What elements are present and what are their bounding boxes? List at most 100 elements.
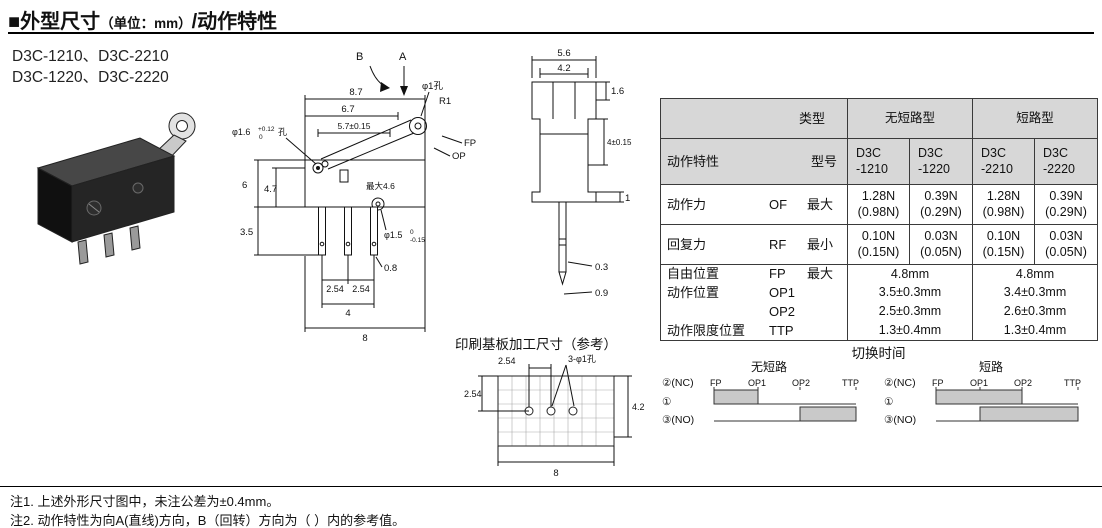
dim-1-6: 1.6: [611, 86, 624, 97]
nc-closed-bar: [935, 389, 1023, 405]
timing-diagram-shorting: 短路 ②(NC) ① ③(NO) FP OP1 OP2 TTP: [884, 358, 1098, 437]
char-model-cell: 动作特性型号: [660, 138, 848, 185]
table-row-op2: OP2 2.5±0.3mm 2.6±0.3mm: [660, 302, 1099, 322]
label-phi1-hole: φ1孔: [422, 81, 443, 92]
model-col-3: D3C-2210: [972, 138, 1036, 185]
leader-fp: [441, 135, 463, 144]
group-nonshorting: 无短路型: [846, 98, 974, 139]
note-2: 注2. 动作特性为向A(直线)方向，B（回转）方向为（ ）内的参考值。: [10, 513, 406, 528]
dim-max-4-6: 最大4.6: [366, 181, 395, 191]
dim-lines-left: [254, 159, 318, 256]
page-title-unit: （单位：mm）: [100, 16, 192, 31]
dim-phi15: φ1.5: [384, 230, 402, 240]
dim-phi16-tol-bot: 0: [259, 134, 263, 141]
timing-row-label-nc: ②(NC): [884, 377, 916, 389]
dim-0-8: 0.8: [384, 263, 397, 274]
scale-op2: OP2: [1014, 378, 1032, 388]
scale-fp: FP: [932, 378, 944, 388]
timing-row-label-nc: ②(NC): [662, 377, 694, 389]
dim-2-54-a: 2.54: [326, 284, 344, 294]
pcb-holes: [524, 406, 578, 416]
dim-4: 4: [345, 308, 350, 319]
outline-drawing-side: B A φ1孔 R1 8.7 6.7 5.7±0.15 φ1.6: [232, 51, 476, 344]
product-illustration: [36, 112, 196, 265]
dim-8: 8: [362, 333, 367, 344]
dim-4-7: 4.7: [264, 184, 277, 195]
dim-8-7: 8.7: [349, 87, 362, 98]
label-r1: R1: [439, 96, 451, 107]
dim-phi15-tol-top: 0: [410, 229, 414, 236]
of-value-2: 0.39N(0.29N): [908, 184, 974, 225]
op2-value-right: 2.6±0.3mm: [972, 302, 1099, 322]
no-closed-bar: [979, 406, 1079, 422]
timing-nonshorting-plot: FP OP1 OP2 TTP: [710, 378, 859, 422]
timing-title: 切换时间: [851, 346, 906, 361]
char-label: 动作特性: [667, 153, 720, 169]
direction-arrows: [369, 65, 405, 87]
model-col-1: D3C-1210: [847, 138, 910, 185]
dim-8-pcb: 8: [553, 468, 558, 479]
dim-0-9: 0.9: [595, 288, 608, 299]
scale-ttp: TTP: [842, 378, 859, 388]
dim-2-54-b: 2.54: [352, 284, 370, 294]
group-shorting: 短路型: [972, 98, 1099, 139]
of-value-1: 1.28N(0.98N): [847, 184, 910, 225]
timing-shorting-row-labels: ②(NC) ① ③(NO): [884, 377, 930, 437]
label-a: A: [399, 51, 407, 63]
spec-table: 类型 无短路型 短路型 动作特性型号 D3C-1210 D3C-1220 D3C…: [660, 98, 1099, 341]
label-b: B: [356, 51, 363, 63]
dim-phi15-tol-bot: -0.15: [410, 237, 425, 244]
dim-5-7: 5.7±0.15: [337, 121, 370, 131]
dim-5-6: 5.6: [557, 48, 570, 59]
fp-value-right: 4.8mm: [972, 264, 1099, 284]
rf-value-3: 0.10N(0.15N): [972, 224, 1036, 265]
arrow-b-head: [380, 82, 390, 92]
timing-row-label-com: ①: [884, 396, 894, 408]
timing-row-label-com: ①: [662, 396, 672, 408]
dim-2-54-vertical: 2.54: [464, 389, 482, 399]
dim-lines-bottom: [304, 207, 426, 332]
lever: [320, 117, 427, 170]
timing-row-label-no: ③(NO): [662, 414, 695, 426]
dim-phi16: φ1.6: [232, 127, 250, 137]
front-outline: [531, 81, 597, 286]
dim-lines-top: [304, 95, 426, 160]
no-closed-bar: [799, 406, 857, 422]
pcb-title: 印刷基板加工尺寸（参考）: [455, 337, 617, 352]
model-line-1: D3C-1210、D3C-2210: [12, 48, 169, 65]
leader-phi15: [380, 209, 387, 231]
timing-nonshorting-title: 无短路: [750, 360, 787, 374]
dim-0-3: 0.3: [595, 262, 608, 273]
type-label: 类型: [798, 110, 825, 126]
outline-drawing-front: 5.6 4.2 1.6 4±0.15 1 0.3 0.9: [531, 48, 632, 299]
dim-3-5: 3.5: [240, 227, 253, 238]
switch-body-outline: [304, 159, 426, 211]
dim-4-2-pcb: 4.2: [632, 402, 645, 412]
model-line-2: D3C-1220、D3C-2220: [12, 69, 169, 86]
pcb-grid: [498, 376, 614, 446]
dim-6-7: 6.7: [341, 104, 354, 115]
leader-op: [433, 147, 451, 157]
arrow-a-head: [400, 86, 408, 96]
pcb-dim-lines: [478, 364, 632, 466]
op2-label-cell: OP2: [660, 302, 848, 322]
nc-closed-bar: [713, 389, 759, 405]
scale-op1: OP1: [970, 378, 988, 388]
dim-4-2-front: 4.2: [557, 63, 570, 74]
leader-0-8: [375, 256, 383, 268]
of-value-4: 0.39N(0.29N): [1034, 184, 1099, 225]
dim-4-tol: 4±0.15: [607, 138, 632, 147]
op1-value-left: 3.5±0.3mm: [846, 283, 974, 303]
dim-1: 1: [625, 193, 630, 204]
timing-row-label-no: ③(NO): [884, 414, 917, 426]
label-op: OP: [452, 151, 466, 162]
dim-phi16-tol-top: +0.12: [258, 126, 275, 133]
table-header-model-row: 动作特性型号 D3C-1210 D3C-1220 D3C-2210 D3C-22…: [660, 138, 1099, 185]
